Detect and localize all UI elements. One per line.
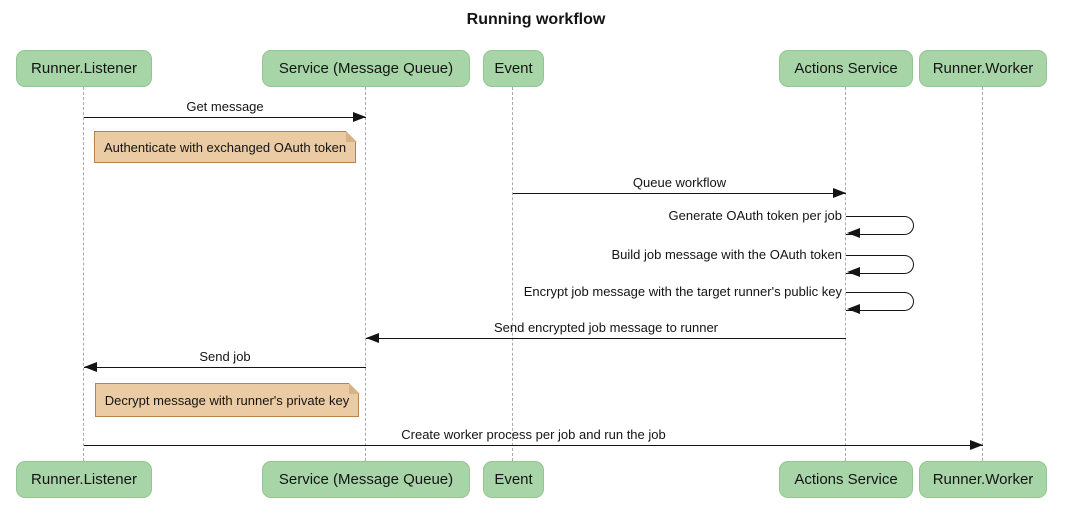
- self-message-label-generate-oauth-token: Generate OAuth token per job: [668, 208, 842, 223]
- note-text: Decrypt message with runner's private ke…: [104, 392, 350, 408]
- message-label-send-encrypted-job: Send encrypted job message to runner: [493, 320, 719, 335]
- note-text: Authenticate with exchanged OAuth token: [103, 139, 347, 155]
- participant-top-runner-worker: Runner.Worker: [919, 50, 1047, 87]
- arrowhead-get-message: [353, 112, 366, 122]
- lifeline-runner-listener: [83, 87, 84, 461]
- participant-top-service-message-queue: Service (Message Queue): [262, 50, 470, 87]
- participant-top-event: Event: [483, 50, 544, 87]
- arrowhead-build-job-message: [847, 267, 860, 277]
- arrowhead-create-worker: [970, 440, 983, 450]
- message-label-get-message: Get message: [186, 99, 264, 114]
- message-line-queue-workflow: [513, 193, 846, 194]
- self-message-label-build-job-message: Build job message with the OAuth token: [611, 247, 842, 262]
- message-line-get-message: [84, 117, 366, 118]
- arrowhead-queue-workflow: [833, 188, 846, 198]
- note-authenticate-oauth: Authenticate with exchanged OAuth token: [94, 130, 357, 163]
- participant-bottom-runner-listener: Runner.Listener: [16, 461, 152, 498]
- message-line-create-worker: [84, 445, 983, 446]
- participant-bottom-service-message-queue: Service (Message Queue): [262, 461, 470, 498]
- lifeline-service-message-queue: [365, 87, 366, 461]
- message-label-create-worker: Create worker process per job and run th…: [401, 427, 666, 442]
- message-label-send-job: Send job: [199, 349, 251, 364]
- diagram-title: Running workflow: [466, 11, 606, 28]
- message-line-send-encrypted-job: [366, 338, 846, 339]
- participant-bottom-event: Event: [483, 461, 544, 498]
- lifeline-runner-worker: [982, 87, 983, 461]
- lifeline-actions-service: [845, 87, 846, 461]
- participant-bottom-actions-service: Actions Service: [779, 461, 913, 498]
- self-message-label-encrypt-job-message: Encrypt job message with the target runn…: [523, 284, 842, 299]
- note-decrypt-message: Decrypt message with runner's private ke…: [95, 382, 360, 417]
- participant-top-runner-listener: Runner.Listener: [16, 50, 152, 87]
- message-line-send-job: [84, 367, 366, 368]
- message-label-queue-workflow: Queue workflow: [632, 175, 727, 190]
- arrowhead-generate-oauth-token: [847, 228, 860, 238]
- participant-bottom-runner-worker: Runner.Worker: [919, 461, 1047, 498]
- self-message-loop-encrypt-job-message: [846, 292, 914, 311]
- arrowhead-send-encrypted-job: [366, 333, 379, 343]
- self-message-loop-generate-oauth-token: [846, 216, 914, 235]
- arrowhead-encrypt-job-message: [847, 304, 860, 314]
- arrowhead-send-job: [84, 362, 97, 372]
- lifeline-event: [512, 87, 513, 461]
- participant-top-actions-service: Actions Service: [779, 50, 913, 87]
- self-message-loop-build-job-message: [846, 255, 914, 274]
